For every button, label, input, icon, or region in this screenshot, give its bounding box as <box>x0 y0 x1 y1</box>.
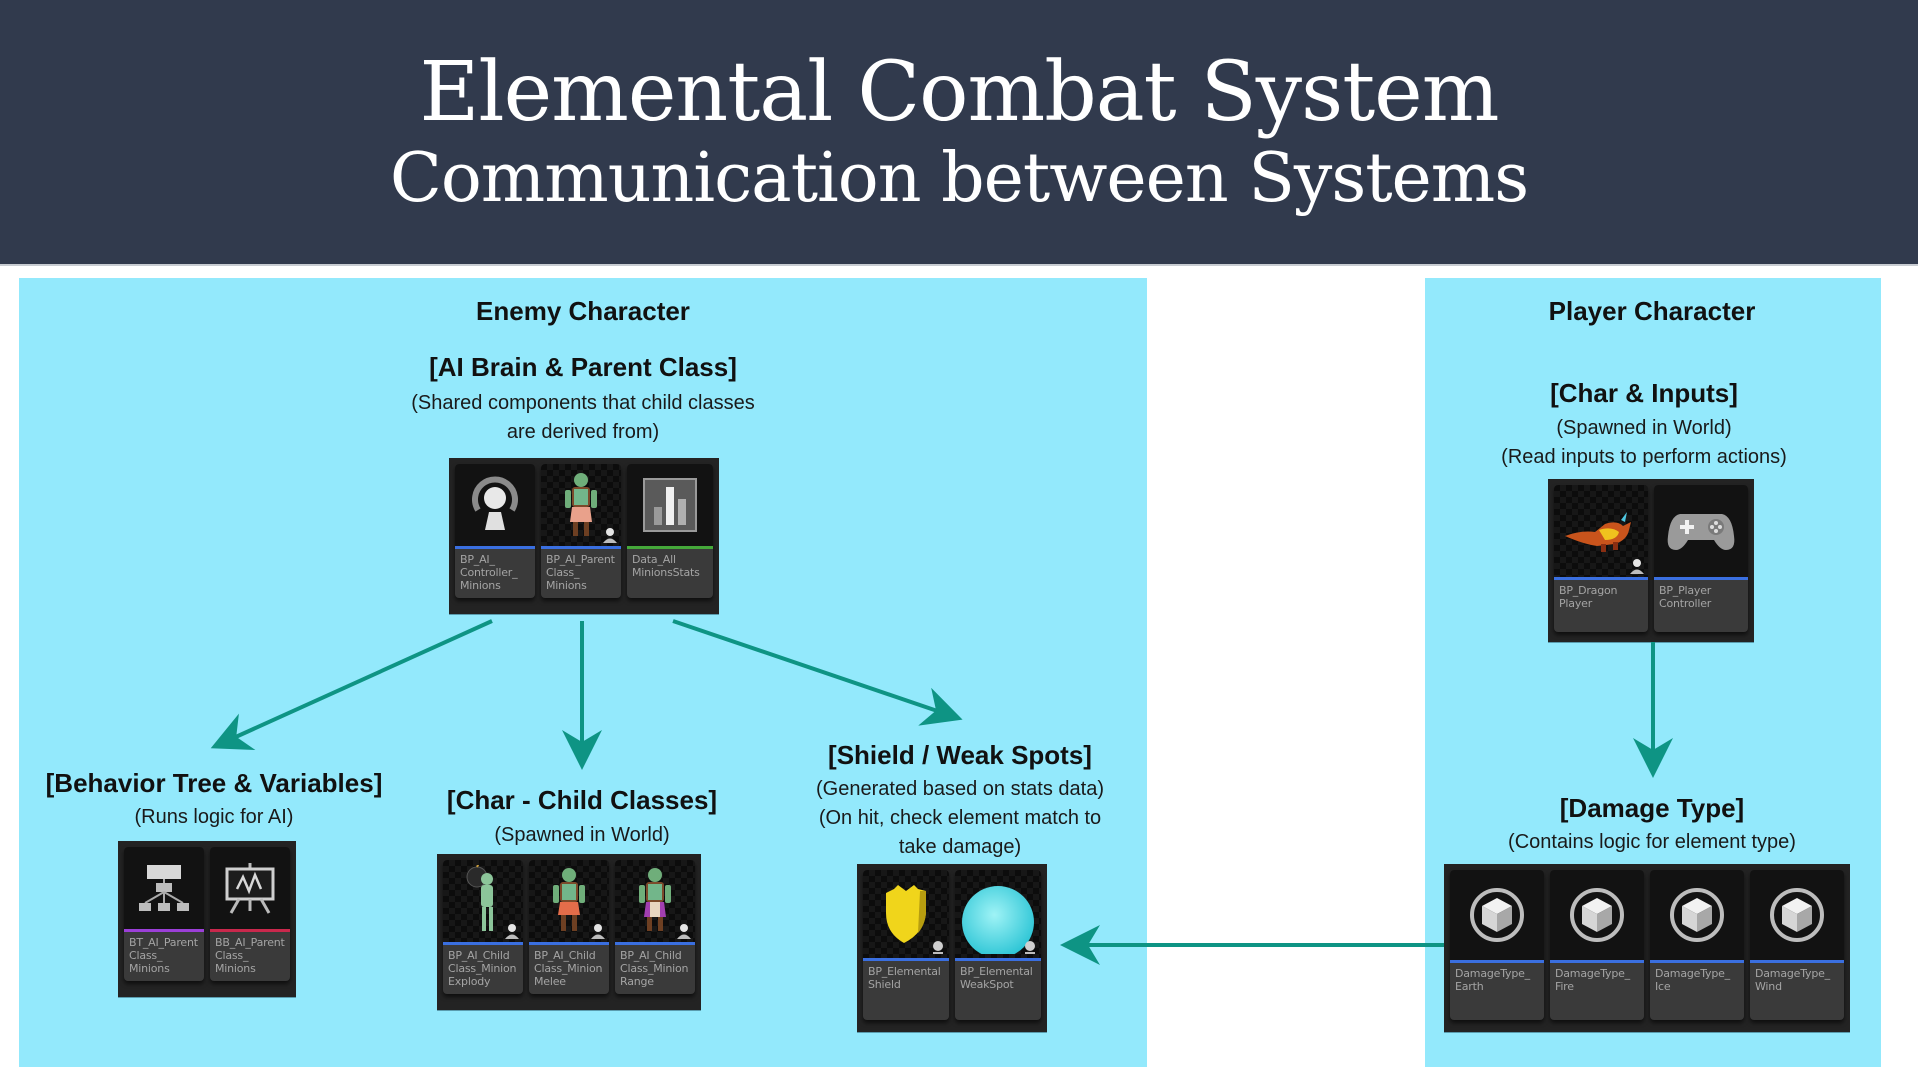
character-class-badge-icon <box>1630 559 1644 574</box>
asset-bp-ai-child-class-minion-melee[interactable]: BP_AI_Child Class_Minion Melee <box>529 860 609 994</box>
child-classes-title: [Char - Child Classes] <box>446 785 718 815</box>
damage-type-title: [Damage Type] <box>1559 793 1745 823</box>
asset-damagetype-wind[interactable]: DamageType_ Wind <box>1750 870 1844 1020</box>
behavior-tree-icon <box>139 865 189 911</box>
dragon-thumbnail <box>1565 512 1631 552</box>
asset-label: BT_AI_Parent Class_ Minions <box>129 936 198 975</box>
damage-type-desc: (Contains logic for element type) <box>1508 831 1796 853</box>
shield-weak-spots-asset-group: BP_Elemental Shield BP_Elemental WeakSpo… <box>857 864 1047 1032</box>
asset-label: BP_Player Controller <box>1659 584 1712 610</box>
shield-thumbnail <box>886 885 926 943</box>
goblin-bomb-thumbnail <box>466 865 493 931</box>
actor-badge-icon <box>1025 941 1035 954</box>
player-panel-title: Player Character <box>1548 296 1756 326</box>
char-inputs-asset-group: BP_Dragon Player BP_Player Controller <box>1548 479 1754 642</box>
asset-data-all-minions-stats[interactable]: Data_All MinionsStats <box>627 464 713 598</box>
char-inputs-desc-1: (Spawned in World) <box>1556 417 1732 439</box>
asset-label: BP_AI_Child Class_Minion Melee <box>534 949 603 988</box>
asset-label: DamageType_ Wind <box>1755 967 1830 993</box>
char-inputs-title: [Char & Inputs] <box>1550 378 1738 408</box>
asset-label: BP_Elemental WeakSpot <box>960 965 1033 991</box>
sphere-thumbnail <box>962 886 1034 954</box>
asset-damagetype-fire[interactable]: DamageType_ Fire <box>1550 870 1644 1020</box>
blackboard-icon <box>225 863 275 914</box>
behavior-tree-asset-group: BT_AI_Parent Class_ Minions BB_AI_Parent… <box>118 841 296 997</box>
enemy-panel-title: Enemy Character <box>476 296 690 326</box>
asset-bp-elemental-weakspot[interactable]: BP_Elemental WeakSpot <box>955 870 1041 1020</box>
blueprint-type-bar <box>443 942 523 945</box>
blueprint-type-bar <box>863 958 949 961</box>
asset-damagetype-ice[interactable]: DamageType_ Ice <box>1650 870 1744 1020</box>
cube-icon <box>1470 888 1524 942</box>
character-class-badge-icon <box>591 924 605 939</box>
title-banner: Elemental Combat System Communication be… <box>0 0 1918 266</box>
asset-bb-ai-parent-class-minions[interactable]: BB_AI_Parent Class_ Minions <box>210 847 290 981</box>
asset-label: BP_Dragon Player <box>1559 584 1618 610</box>
asset-label: BP_AI_ Controller_ Minions <box>460 553 518 592</box>
actor-badge-icon <box>933 941 943 954</box>
asset-bp-ai-child-class-minion-explody[interactable]: BP_AI_Child Class_Minion Explody <box>443 860 523 994</box>
cube-icon <box>1770 888 1824 942</box>
char-inputs-desc-2: (Read inputs to perform actions) <box>1501 446 1787 468</box>
asset-label: BP_AI_Child Class_Minion Range <box>620 949 689 988</box>
cube-icon <box>1570 888 1624 942</box>
behavior-tree-title: [Behavior Tree & Variables] <box>45 768 383 798</box>
asset-bp-elemental-shield[interactable]: BP_Elemental Shield <box>863 870 949 1020</box>
asset-label: BB_AI_Parent Class_ Minions <box>215 936 285 975</box>
goblin-range-thumbnail <box>639 868 671 931</box>
asset-bp-ai-parent-class-minions[interactable]: BP_AI_Parent Class_ Minions <box>541 464 621 598</box>
data-table-icon <box>643 478 697 532</box>
shield-desc-2: (On hit, check element match to <box>818 807 1102 829</box>
asset-label: Data_All MinionsStats <box>632 553 700 579</box>
asset-label: DamageType_ Ice <box>1655 967 1730 993</box>
goblin-thumbnail <box>565 473 597 536</box>
behavior-tree-desc: (Runs logic for AI) <box>134 806 294 828</box>
child-classes-asset-group: BP_AI_Child Class_Minion Explody BP_AI_C… <box>437 854 701 1010</box>
ai-brain-asset-group: BP_AI_ Controller_ Minions BP_AI_Parent … <box>449 458 719 614</box>
subtitle: Communication between Systems <box>389 139 1529 218</box>
asset-label: BP_AI_Child Class_Minion Explody <box>448 949 517 988</box>
asset-label: BP_AI_Parent Class_ Minions <box>546 553 615 592</box>
asset-label: DamageType_ Earth <box>1455 967 1530 993</box>
damage-type-asset-group: DamageType_ Earth DamageType_ Fire Damag… <box>1444 864 1850 1032</box>
shield-weak-spots-title: [Shield / Weak Spots] <box>828 740 1092 770</box>
blueprint-type-bar <box>455 546 535 549</box>
behavior-tree-type-bar <box>124 929 204 932</box>
asset-bt-ai-parent-class-minions[interactable]: BT_AI_Parent Class_ Minions <box>124 847 204 981</box>
shield-desc-3: take damage) <box>898 836 1022 858</box>
asset-bp-ai-child-class-minion-range[interactable]: BP_AI_Child Class_Minion Range <box>615 860 695 994</box>
character-class-badge-icon <box>603 528 617 543</box>
shield-desc-1: (Generated based on stats data) <box>816 778 1104 800</box>
ai-brain-title: [AI Brain & Parent Class] <box>429 352 737 382</box>
asset-bp-player-controller[interactable]: BP_Player Controller <box>1654 485 1748 632</box>
gamepad-icon <box>1667 514 1735 550</box>
data-type-bar <box>627 546 713 549</box>
blueprint-type-bar <box>1450 960 1544 963</box>
main-title: Elemental Combat System <box>419 45 1500 140</box>
blueprint-type-bar <box>1554 577 1648 580</box>
blueprint-type-bar <box>1750 960 1844 963</box>
asset-bp-ai-controller-minions[interactable]: BP_AI_ Controller_ Minions <box>455 464 535 598</box>
character-class-badge-icon <box>505 924 519 939</box>
blueprint-type-bar <box>1650 960 1744 963</box>
blueprint-type-bar <box>1550 960 1644 963</box>
asset-bp-dragon-player[interactable]: BP_Dragon Player <box>1554 485 1648 632</box>
cube-icon <box>1670 888 1724 942</box>
asset-label: BP_Elemental Shield <box>868 965 941 991</box>
blackboard-type-bar <box>210 929 290 932</box>
blueprint-type-bar <box>615 942 695 945</box>
goblin-melee-thumbnail <box>553 868 585 931</box>
ai-brain-desc-2: are derived from) <box>506 421 660 443</box>
blueprint-type-bar <box>1654 577 1748 580</box>
blueprint-type-bar <box>529 942 609 945</box>
character-class-badge-icon <box>677 924 691 939</box>
asset-damagetype-earth[interactable]: DamageType_ Earth <box>1450 870 1544 1020</box>
blueprint-type-bar <box>955 958 1041 961</box>
blueprint-type-bar <box>541 546 621 549</box>
ai-controller-icon <box>472 476 518 530</box>
child-classes-desc: (Spawned in World) <box>494 824 670 846</box>
ai-brain-desc-1: (Shared components that child classes <box>411 392 755 414</box>
asset-label: DamageType_ Fire <box>1555 967 1630 993</box>
